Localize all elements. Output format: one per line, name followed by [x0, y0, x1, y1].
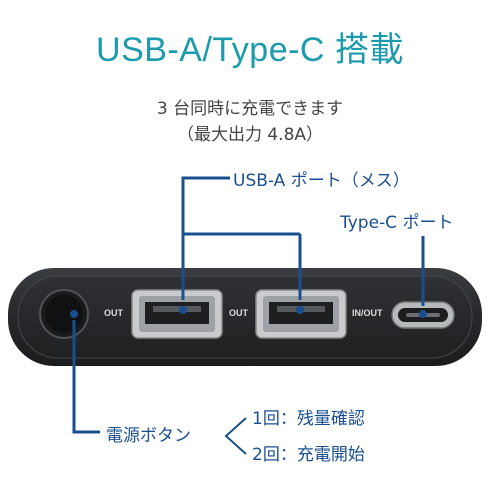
type-c-port-marker — [419, 310, 427, 318]
power-button-marker — [70, 310, 78, 318]
callout-lines — [72, 176, 425, 455]
callout-type-c-port: Type-C ポート — [340, 213, 454, 233]
port-label-out-1: OUT — [104, 308, 123, 318]
page-title: USB-A/Type-C 搭載 — [96, 31, 404, 69]
callout-press-once: 1回：残量確認 — [252, 409, 365, 429]
callout-usb-a-port: USB-A ポート（メス） — [233, 171, 410, 191]
power-button — [39, 289, 89, 339]
usb-a-port-1 — [131, 289, 223, 339]
usb-a-port-1-marker — [179, 306, 187, 314]
usb-a-port-2-marker — [296, 306, 304, 314]
subtitle-line2: （最大出力 4.8A） — [176, 125, 324, 145]
callout-press-twice: 2回：充電開始 — [252, 445, 365, 465]
callout-power-button: 電源ボタン — [106, 426, 191, 446]
subtitle-line1: 3 台同時に充電できます — [156, 99, 344, 119]
port-label-out-2: OUT — [229, 308, 248, 318]
port-label-in-out: IN/OUT — [352, 308, 383, 318]
